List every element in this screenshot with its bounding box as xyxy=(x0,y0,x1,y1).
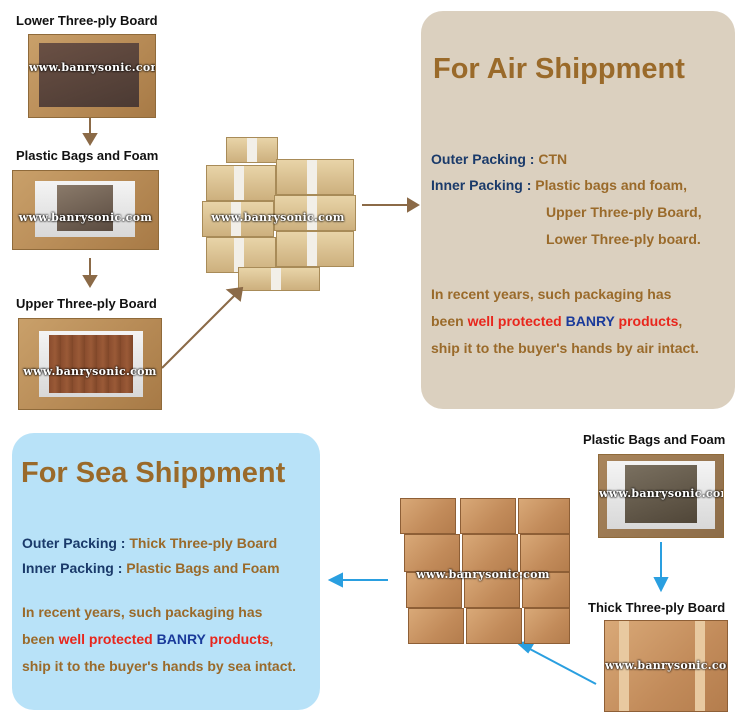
step-upper-board-caption: Upper Three-ply Board xyxy=(16,296,157,311)
sea-step-plastic-foam-caption: Plastic Bags and Foam xyxy=(583,432,726,447)
lower-board-photo: www.banrysonic.com xyxy=(28,34,156,118)
upper-board-photo: www.banrysonic.com xyxy=(18,318,162,410)
outer-packing-value: CTN xyxy=(538,151,568,167)
air-description: In recent years, such packaging has been… xyxy=(431,281,699,362)
carton-stack-photo: www.banrysonic.com xyxy=(198,135,358,293)
desc-line: ship it to the buyer's hands by sea inta… xyxy=(22,658,297,674)
inner-packing-label: Inner Packing : xyxy=(431,177,532,193)
watermark: www.banrysonic.com xyxy=(416,568,550,581)
sea-plastic-foam-photo: www.banrysonic.com xyxy=(598,454,724,538)
crate-stack-photo: www.banrysonic.com xyxy=(394,494,572,646)
sea-shipment-panel: For Sea Shippment Outer Packing : Thick … xyxy=(12,433,320,710)
step-plastic-foam-caption: Plastic Bags and Foam xyxy=(16,148,159,163)
inner-packing-value: Plastic bags and foam, xyxy=(535,177,687,193)
sea-panel-title: For Sea Shippment xyxy=(21,457,286,489)
watermark: www.banrysonic.com xyxy=(18,211,153,224)
desc-line: In recent years, such packaging has xyxy=(22,604,263,620)
watermark: www.banrysonic.com xyxy=(23,365,157,378)
inner-packing-label: Inner Packing : xyxy=(22,560,123,576)
sea-step-thick-board-caption: Thick Three-ply Board xyxy=(588,600,726,615)
outer-packing-value: Thick Three-ply Board xyxy=(129,535,278,551)
air-panel-title: For Air Shippment xyxy=(433,53,685,85)
desc-line: been well protected BANRY products, xyxy=(22,631,274,647)
sea-description: In recent years, such packaging has been… xyxy=(22,599,296,680)
watermark: www.banrysonic.com xyxy=(599,487,724,500)
outer-packing-label: Outer Packing : xyxy=(431,151,535,167)
inner-packing-value: Upper Three-ply Board, xyxy=(546,204,702,220)
desc-line: been well protected BANRY products, xyxy=(431,313,683,329)
thick-board-crate-photo: www.banrysonic.com xyxy=(604,620,728,712)
watermark: www.banrysonic.com xyxy=(605,659,728,672)
watermark: www.banrysonic.com xyxy=(29,61,156,74)
step-lower-board-caption: Lower Three-ply Board xyxy=(16,13,158,28)
outer-packing-label: Outer Packing : xyxy=(22,535,126,551)
plastic-foam-photo: www.banrysonic.com xyxy=(12,170,159,250)
desc-line: In recent years, such packaging has xyxy=(431,286,672,302)
watermark: www.banrysonic.com xyxy=(211,211,345,224)
inner-packing-value: Plastic Bags and Foam xyxy=(126,560,280,576)
desc-line: ship it to the buyer's hands by air inta… xyxy=(431,340,699,356)
inner-packing-value: Lower Three-ply board. xyxy=(546,231,701,247)
air-shipment-panel: For Air Shippment Outer Packing : CTN In… xyxy=(421,11,735,409)
